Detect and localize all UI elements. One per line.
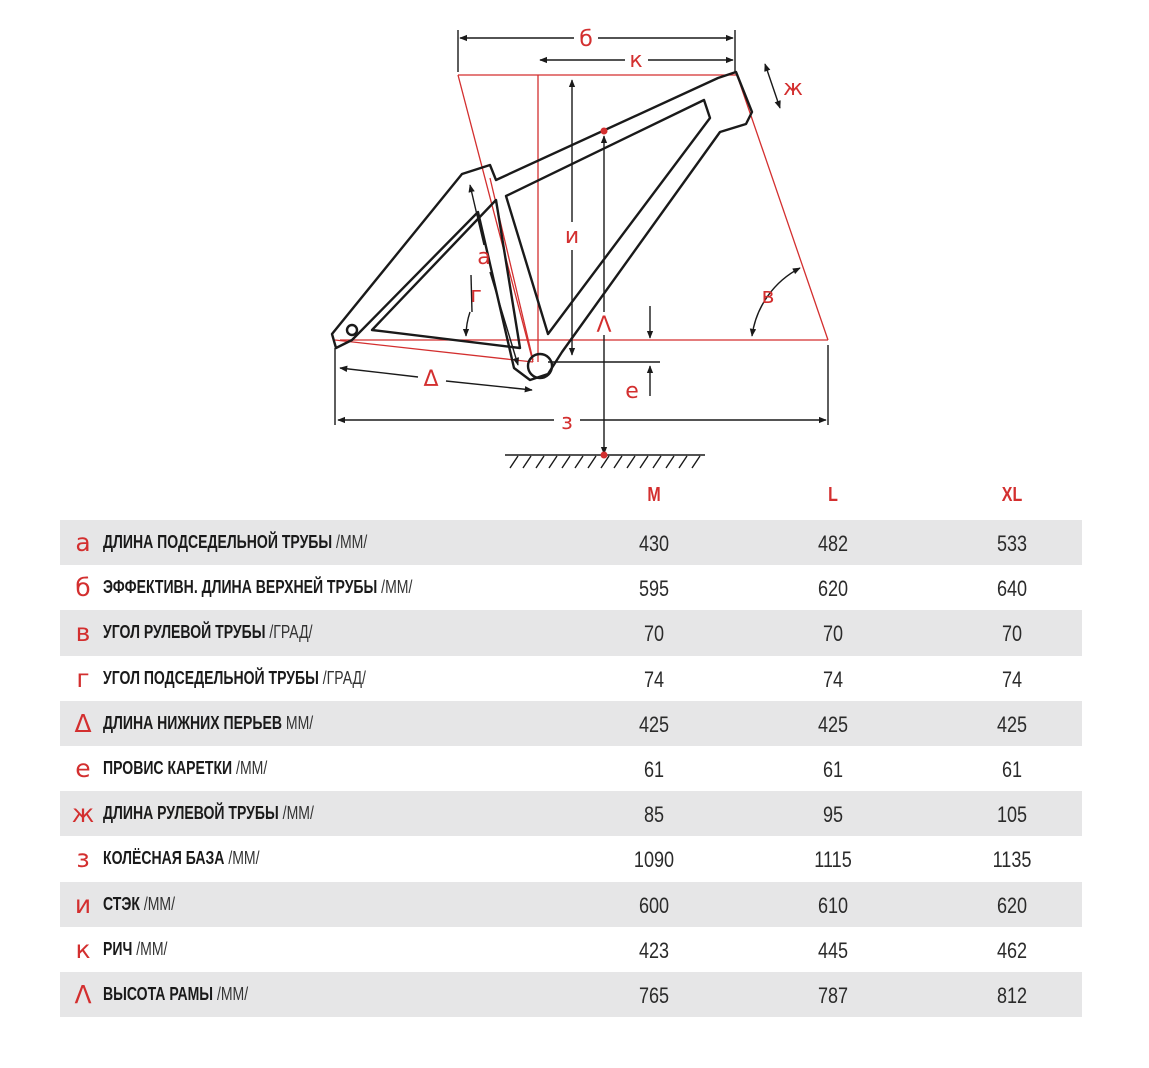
label-i: и [565, 224, 579, 249]
value-l: 61 [822, 756, 844, 782]
value-m: 600 [638, 892, 670, 918]
value-l: 482 [817, 531, 849, 556]
value-xl: 462 [996, 937, 1028, 963]
row-name: ДЛИНА ПОДСЕДЕЛЬНОЙ ТРУБЫ /ММ/ [103, 532, 368, 552]
value-xl: 425 [996, 711, 1028, 737]
row-letter: б [75, 573, 91, 603]
top-point [600, 127, 608, 135]
value-m: 70 [643, 621, 665, 647]
bike-frame-outline [330, 70, 754, 382]
value-m: 423 [638, 937, 670, 963]
row-letter: е [75, 753, 91, 783]
value-m: 61 [643, 756, 665, 782]
construction-lines [334, 74, 829, 363]
value-l: 70 [822, 621, 844, 647]
value-l: 610 [817, 892, 849, 918]
label-b: б [579, 27, 593, 52]
ground-point [600, 451, 608, 459]
value-xl: 1135 [992, 847, 1032, 873]
row-name: КОЛЁСНАЯ БАЗА /ММ/ [103, 848, 260, 869]
value-l: 74 [822, 666, 844, 692]
row-name: ПРОВИС КАРЕТКИ /ММ/ [103, 757, 268, 778]
label-a: а [477, 245, 490, 270]
value-l: 445 [817, 937, 849, 963]
label-v: в [762, 284, 775, 309]
label-k: к [629, 48, 642, 73]
row-letter: ж [71, 799, 95, 829]
table-row: ж ДЛИНА РУЛЕВОЙ ТРУБЫ /ММ/ 85 95 105 [60, 791, 1082, 837]
value-xl: 61 [1001, 756, 1023, 782]
value-xl: 74 [1001, 666, 1023, 692]
size-header-m: M [647, 484, 661, 506]
table-row: и СТЭК /ММ/ 600 610 620 [60, 881, 1082, 927]
dimension-lines [334, 30, 829, 455]
row-name: ВЫСОТА РАМЫ /ММ/ [103, 983, 249, 1004]
row-letter: а [75, 528, 91, 557]
value-m: 1090 [633, 847, 675, 873]
size-header-xl: XL [1001, 484, 1023, 506]
value-l: 95 [822, 802, 844, 828]
table-row: Λ ВЫСОТА РАМЫ /ММ/ 765 787 812 [60, 971, 1082, 1018]
label-zh: ж [783, 76, 803, 101]
value-xl: 640 [996, 576, 1028, 602]
row-letter: Δ [74, 708, 92, 738]
table-row: б ЭФФЕКТИВН. ДЛИНА ВЕРХНЕЙ ТРУБЫ /ММ/ 59… [60, 565, 1082, 610]
table-row: а ДЛИНА ПОДСЕДЕЛЬНОЙ ТРУБЫ /ММ/ 430 482 … [60, 520, 1082, 566]
row-letter: з [76, 844, 90, 874]
label-e: е [625, 379, 639, 404]
row-name: ДЛИНА НИЖНИХ ПЕРЬЕВ ММ/ [103, 712, 314, 733]
table-row: г УГОЛ ПОДСЕДЕЛЬНОЙ ТРУБЫ /ГРАД/ 74 74 7… [60, 656, 1082, 701]
size-header-l: L [828, 484, 838, 506]
label-l: Λ [596, 313, 611, 338]
value-m: 425 [638, 711, 670, 737]
value-l: 425 [817, 711, 849, 737]
table-row: Δ ДЛИНА НИЖНИХ ПЕРЬЕВ ММ/ 425 425 425 [60, 700, 1082, 746]
value-xl: 812 [996, 982, 1028, 1008]
row-name: РИЧ /ММ/ [103, 938, 168, 959]
geometry-table: а ДЛИНА ПОДСЕДЕЛЬНОЙ ТРУБЫ /ММ/ 430 482 … [60, 520, 1082, 1018]
table-row: з КОЛЁСНАЯ БАЗА /ММ/ 1090 1115 1135 [60, 836, 1082, 881]
table-row: в УГОЛ РУЛЕВОЙ ТРУБЫ /ГРАД/ 70 70 70 [60, 610, 1082, 656]
row-name: СТЭК /ММ/ [103, 893, 176, 914]
table-row: к РИЧ /ММ/ 423 445 462 [60, 927, 1082, 972]
value-m: 430 [638, 531, 670, 556]
value-xl: 105 [996, 802, 1028, 828]
value-l: 787 [817, 982, 849, 1008]
value-xl: 70 [1001, 621, 1023, 647]
value-m: 74 [643, 666, 665, 692]
row-letter: в [75, 618, 91, 648]
size-header: M L XL [0, 484, 1149, 514]
row-name: ДЛИНА РУЛЕВОЙ ТРУБЫ /ММ/ [103, 803, 314, 824]
label-z: з [561, 410, 573, 435]
value-xl: 533 [996, 531, 1028, 556]
row-name: УГОЛ РУЛЕВОЙ ТРУБЫ /ГРАД/ [103, 622, 313, 643]
table-row: е ПРОВИС КАРЕТКИ /ММ/ 61 61 61 [60, 746, 1082, 791]
row-name: ЭФФЕКТИВН. ДЛИНА ВЕРХНЕЙ ТРУБЫ /ММ/ [103, 577, 413, 598]
value-m: 595 [638, 576, 670, 602]
value-xl: 620 [996, 892, 1028, 918]
row-letter: г [76, 663, 90, 693]
value-m: 85 [643, 802, 665, 828]
row-letter: и [74, 889, 92, 919]
frame-geometry-diagram: б к ж и а г в Λ Δ е з [330, 27, 829, 469]
label-g: г [470, 283, 482, 308]
value-l: 1115 [814, 847, 852, 873]
label-d: Δ [423, 367, 438, 392]
row-name: УГОЛ ПОДСЕДЕЛЬНОЙ ТРУБЫ /ГРАД/ [103, 667, 366, 688]
row-letter: Λ [74, 979, 92, 1009]
row-letter: к [75, 934, 91, 964]
value-m: 765 [638, 982, 670, 1008]
value-l: 620 [817, 576, 849, 602]
